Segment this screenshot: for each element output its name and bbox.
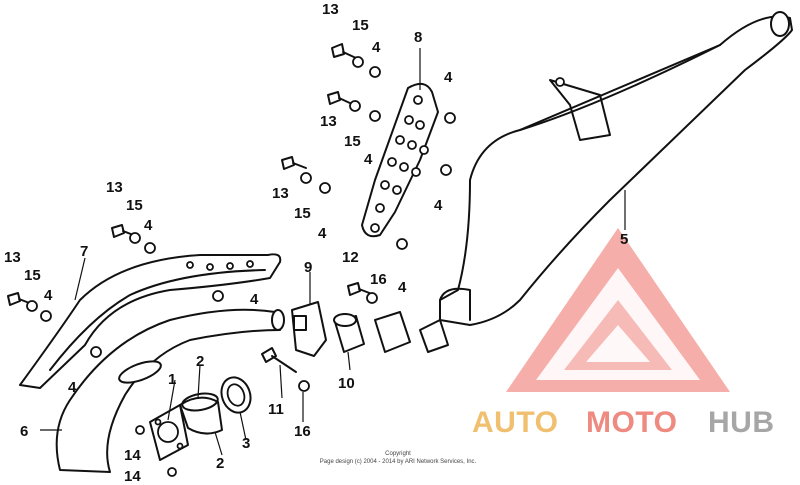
inlet-cone (374, 311, 411, 353)
watermark-logo-mark (506, 228, 730, 392)
label-16: 16 (294, 423, 311, 440)
label-13: 13 (322, 1, 339, 18)
exhaust-pipe-part-6 (55, 308, 285, 473)
label-8: 8 (414, 29, 422, 46)
joint-sleeve-part-10 (333, 313, 365, 353)
watermark-hub: HUB (708, 406, 775, 439)
label-15: 15 (294, 205, 311, 222)
watermark-moto: MOTO (586, 406, 677, 439)
label-13: 13 (320, 113, 337, 130)
label-6: 6 (20, 423, 28, 440)
label-13: 13 (106, 179, 123, 196)
label-4: 4 (372, 39, 381, 56)
label-4: 4 (250, 291, 259, 308)
label-4: 4 (444, 69, 453, 86)
copyright-line-2: Page design (c) 2004 - 2014 by ARI Netwo… (320, 459, 477, 465)
leader-lines (40, 48, 626, 456)
label-13: 13 (272, 185, 289, 202)
label-13: 13 (4, 249, 21, 266)
label-11: 11 (268, 401, 284, 418)
watermark-auto: AUTO (472, 406, 558, 439)
copyright-line-1: Copyright (385, 451, 411, 457)
muffler-part-5 (419, 11, 793, 353)
gasket-ring-part-3 (220, 376, 252, 414)
label-4: 4 (364, 151, 373, 168)
label-14: 14 (124, 447, 141, 464)
part-numbers: 13 15 4 8 4 13 15 4 4 13 15 4 5 13 15 4 … (4, 1, 628, 485)
label-4: 4 (434, 197, 443, 214)
label-4: 4 (318, 225, 327, 242)
fasteners (7, 43, 456, 477)
watermark-wordmark: AUTO MOTO HUB (472, 406, 775, 439)
label-7: 7 (80, 243, 88, 260)
label-2: 2 (196, 353, 204, 370)
collar-part-2 (179, 392, 223, 435)
label-1: 1 (168, 371, 176, 388)
heat-shield-part-7 (19, 253, 282, 389)
label-15: 15 (24, 267, 41, 284)
label-4: 4 (144, 217, 153, 234)
copyright-notice: Copyright Page design (c) 2004 - 2014 by… (320, 451, 477, 465)
label-15: 15 (344, 133, 361, 150)
bolt-part-11 (261, 347, 297, 373)
label-16: 16 (370, 271, 387, 288)
label-12: 12 (342, 249, 359, 266)
label-14: 14 (124, 468, 141, 485)
heat-shield-plate-part-8 (361, 82, 439, 238)
clamp-part-9 (291, 301, 327, 357)
label-10: 10 (338, 375, 355, 392)
label-4: 4 (68, 379, 77, 396)
label-2: 2 (216, 455, 224, 472)
label-5: 5 (620, 231, 628, 248)
label-15: 15 (352, 17, 369, 34)
label-4: 4 (398, 279, 407, 296)
label-9: 9 (304, 259, 312, 276)
label-4: 4 (44, 287, 53, 304)
label-3: 3 (242, 435, 250, 452)
label-15: 15 (126, 197, 143, 214)
